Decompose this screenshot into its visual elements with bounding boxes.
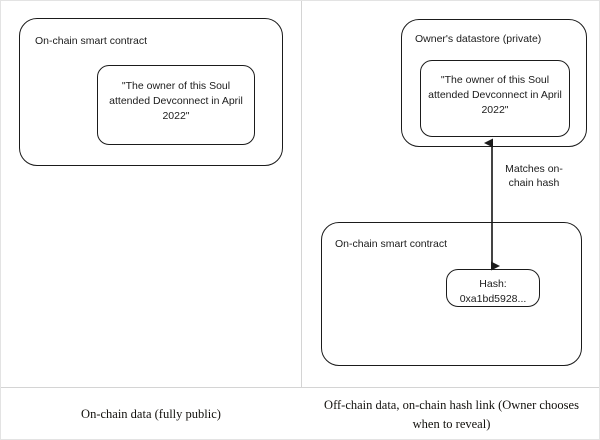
arrow-label: Matches on-chain hash — [505, 163, 563, 189]
vertical-divider — [301, 1, 302, 387]
hash-box: Hash: 0xa1bd5928... — [446, 269, 540, 307]
on-chain-smart-contract-label: On-chain smart contract — [335, 238, 448, 250]
caption-right: Off-chain data, on-chain hash link (Owne… — [324, 398, 579, 431]
panel-off-chain: Owner's datastore (private) "The owner o… — [302, 1, 599, 387]
panel-on-chain: On-chain smart contract "The owner of th… — [1, 1, 301, 387]
claim-text: "The owner of this Soul attended Devconn… — [428, 74, 562, 117]
claim-text: "The owner of this Soul attended Devconn… — [109, 80, 243, 123]
claim-box: "The owner of this Soul attended Devconn… — [420, 60, 570, 137]
horizontal-divider — [1, 387, 599, 388]
owners-datastore-label: Owner's datastore (private) — [415, 33, 542, 45]
caption-left: On-chain data (fully public) — [81, 407, 221, 422]
claim-box: "The owner of this Soul attended Devconn… — [97, 65, 255, 145]
hash-text: Hash: 0xa1bd5928... — [459, 278, 527, 306]
on-chain-smart-contract-label: On-chain smart contract — [35, 35, 148, 47]
